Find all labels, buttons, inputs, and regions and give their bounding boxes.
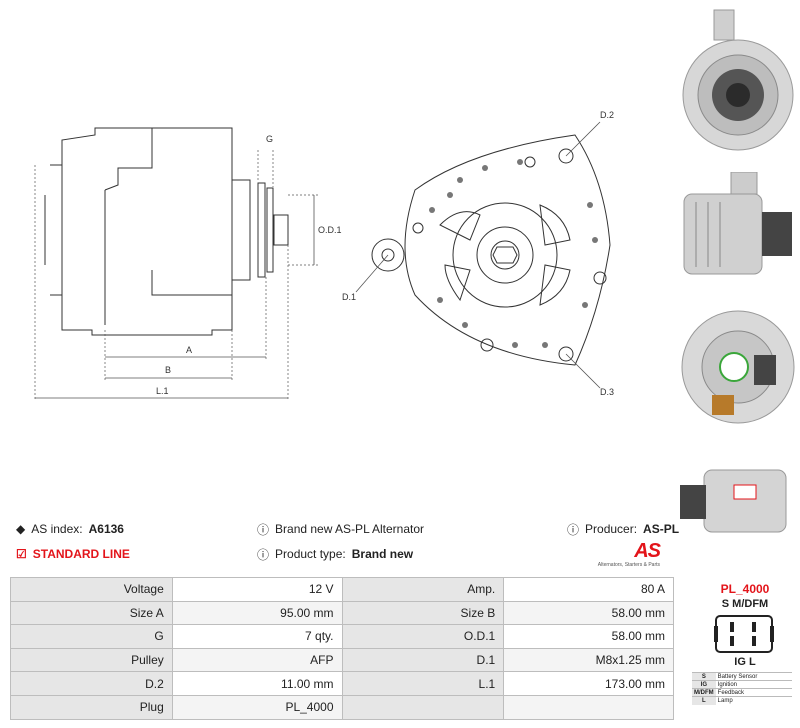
tag-icon: ◆ [16,522,26,536]
spec-label: L.1 [341,671,505,696]
legend-value: Battery Sensor [715,672,792,681]
plug-top-pins: S M/DFM [721,598,769,610]
spec-value: 7 qty. [171,624,343,649]
spec-label: Plug [10,694,173,720]
label-d3: D.3 [600,387,614,397]
spec-label [341,694,505,720]
label-g: G [266,134,273,144]
spec-label: Size A [10,600,173,626]
photo-front-view [682,9,794,151]
spec-label: D.2 [10,671,173,696]
legend-value: Ignition [715,680,792,689]
spec-label: Amp. [341,577,505,602]
legend-value: Lamp [715,696,792,705]
spec-value: 11.00 mm [171,671,343,696]
spec-value: 58.00 mm [503,600,674,626]
label-d1: D.1 [342,292,356,302]
logo-brand: AS [634,540,661,562]
product-photos [676,0,800,540]
info-row-2: ☑ STANDARD LINE ⓘ Product type: Brand ne… [0,544,680,564]
legend-key: L [692,696,716,705]
photo-angle-view [680,469,787,533]
label-b: B [165,365,171,375]
legend-key: S [692,672,716,681]
technical-drawing: G O.D.1 A B L.1 D.1 D.2 D.3 [34,110,614,400]
logo-tagline: Alternators, Starters & Parts [597,562,660,568]
plug-bottom-pins: IG L [734,656,756,668]
photo-rear-view [681,310,795,424]
product-type: ⓘ Product type: Brand new [257,547,414,562]
spec-value [503,694,674,720]
producer: ⓘ Producer: AS-PL [567,522,680,537]
info-icon: ⓘ [567,522,580,537]
spec-value: 173.00 mm [503,671,674,696]
spec-value: 80 A [503,577,674,602]
plug-title: PL_4000 [720,582,770,596]
spec-label: O.D.1 [341,624,505,649]
plug-connector-icon [714,615,774,653]
label-l1: L.1 [156,386,169,396]
standard-line: ☑ STANDARD LINE [16,547,130,561]
spec-value: M8x1.25 mm [503,647,674,673]
as-index: ◆ AS index: A6136 [16,522,124,536]
label-a: A [186,345,192,355]
spec-label: Voltage [10,577,173,602]
spec-label: Pulley [10,647,173,673]
spec-label: D.1 [341,647,505,673]
info-icon: ⓘ [257,547,270,562]
check-icon: ☑ [16,547,27,561]
spec-value: AFP [171,647,343,673]
spec-label: G [10,624,173,649]
info-row-1: ◆ AS index: A6136 ⓘ Brand new AS-PL Alte… [0,519,680,539]
spec-label: Size B [341,600,505,626]
as-logo: AS Alternators, Starters & Parts [590,540,670,574]
label-od1: O.D.1 [318,225,342,235]
spec-value: 95.00 mm [171,600,343,626]
photo-side-view [683,172,792,275]
legend-value: Feedback [715,688,792,697]
label-d2: D.2 [600,110,614,120]
info-icon: ⓘ [257,522,270,537]
spec-value: PL_4000 [171,694,343,720]
description: ⓘ Brand new AS-PL Alternator [257,522,424,537]
spec-value: 58.00 mm [503,624,674,649]
spec-value: 12 V [171,577,343,602]
legend-key: IG [692,680,716,689]
legend-key: M/DFM [692,688,716,697]
